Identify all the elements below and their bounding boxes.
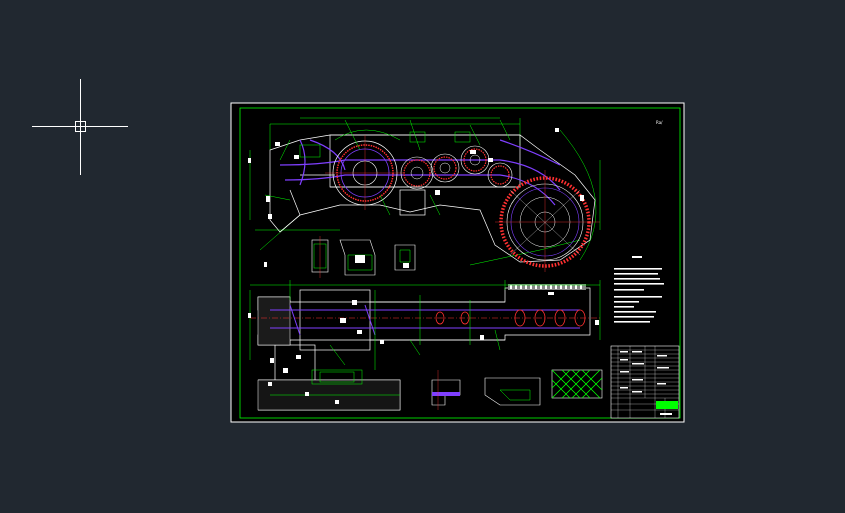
- section-view-c[interactable]: [394, 244, 416, 271]
- detail-view-d[interactable]: [431, 370, 461, 410]
- hidden-lines: [279, 139, 561, 206]
- detail-view-knurl[interactable]: [551, 369, 603, 399]
- detail-view-e[interactable]: [484, 377, 541, 406]
- title-block[interactable]: [610, 345, 680, 419]
- gear-large-left: [325, 135, 405, 210]
- shaft-assembly-view[interactable]: [248, 280, 601, 411]
- technical-notes: [614, 256, 664, 323]
- gear-mid-2: [430, 153, 460, 183]
- gear-rack: [508, 284, 586, 290]
- section-view-b[interactable]: [339, 239, 376, 276]
- shaft-hidden-lines: [270, 304, 580, 336]
- drawing-sheet: [230, 102, 685, 423]
- shaft-bearings: [435, 309, 586, 327]
- sheet-mark-text: Ra/: [656, 120, 663, 125]
- crosshair-cursor-icon: [32, 79, 128, 175]
- dimension-lines-top: [249, 117, 601, 266]
- shaft-dimensions: [249, 280, 601, 396]
- section-view-a[interactable]: [311, 236, 329, 278]
- drawing-frame: [239, 107, 681, 419]
- gear-mid-4: [487, 162, 513, 188]
- gear-mid-1: [400, 156, 434, 190]
- main-assembly-view[interactable]: [248, 117, 601, 272]
- shaft-left-shading: [257, 296, 291, 346]
- leaders-main: [264, 119, 511, 216]
- annotations-main: [248, 128, 584, 267]
- sprocket-large-right: [495, 170, 600, 272]
- annotations-shaft: [248, 292, 599, 404]
